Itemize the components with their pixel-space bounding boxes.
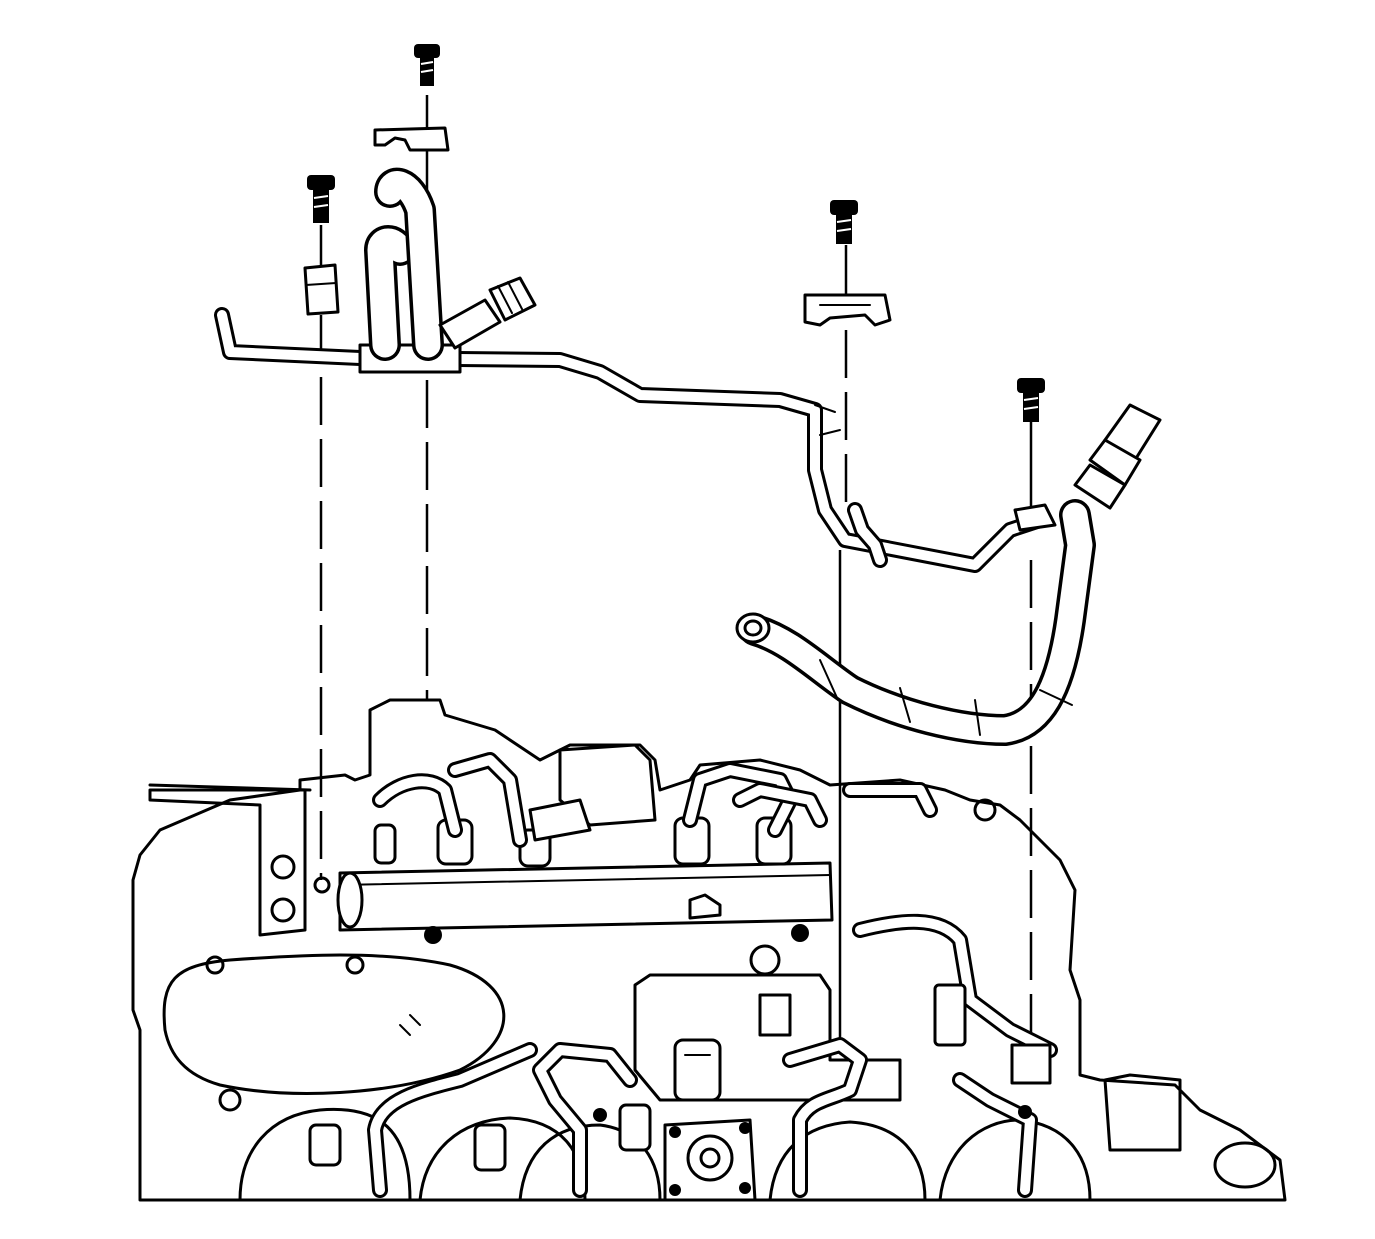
injector-lines	[372, 752, 938, 848]
plenum-bolt-1	[205, 955, 225, 975]
hose-fitting	[933, 983, 967, 1047]
pipe-mark-2	[814, 404, 836, 413]
clip-icon	[303, 263, 340, 316]
right-connector	[1103, 1073, 1182, 1152]
rail-bolt-1	[424, 926, 442, 944]
coolant-hose	[735, 499, 1096, 746]
pressure-sensor	[673, 1038, 722, 1102]
injector-5	[373, 823, 397, 865]
injector-base-2	[618, 1103, 652, 1152]
flange-bolt-lower	[270, 897, 296, 923]
pump-bolt-4	[739, 1182, 751, 1194]
cylinder-bulb-4	[768, 1120, 927, 1202]
injector-base-1	[473, 1123, 507, 1172]
lower-injector-pipes	[367, 1037, 1038, 1198]
plenum-mark-1	[399, 1024, 411, 1036]
plenum-mark-2	[409, 1014, 421, 1026]
nut-thread-1	[497, 285, 513, 314]
bolt-icon	[830, 200, 858, 244]
fuel-pump-port	[686, 1134, 734, 1182]
flange-bolt-upper	[270, 854, 296, 880]
coolant-hose-end	[735, 612, 771, 644]
pipe-mark-1	[819, 429, 841, 436]
cylinder-bulb-1	[238, 1107, 412, 1202]
plenum-bolt-2	[345, 955, 365, 975]
mid-bracket-icon	[803, 293, 892, 327]
coolant-hose-bore	[743, 619, 763, 637]
injector-base-3	[308, 1123, 342, 1167]
sensor-module	[558, 743, 657, 827]
plenum-bolt-3	[218, 1088, 242, 1112]
rail-mount-point	[313, 876, 331, 894]
clip-detail	[305, 282, 337, 286]
fuel-rail-line	[339, 874, 831, 886]
fuel-rail	[338, 861, 834, 932]
base-bolt-1	[593, 1108, 607, 1122]
bracket-icon	[373, 126, 450, 152]
rail-bolt-2	[791, 924, 809, 942]
pump-bolt-1	[669, 1126, 681, 1138]
intake-plenum	[162, 953, 506, 1095]
bolt-icon	[414, 44, 440, 86]
fuel-pipe-assembly	[214, 167, 1162, 573]
fuel-pump	[663, 1118, 757, 1202]
cover-bolt-right	[973, 798, 997, 822]
cylinder-bulb-3	[518, 1123, 662, 1202]
pump-bolt-3	[669, 1184, 681, 1196]
left-flange-edge	[148, 783, 312, 792]
bolts	[307, 44, 1045, 422]
right-mount-pad	[1010, 1043, 1052, 1085]
injectors-row	[373, 816, 793, 868]
brackets	[303, 126, 892, 327]
rail-clip	[688, 893, 722, 920]
nut-thread-2	[507, 281, 523, 310]
cover-boss	[749, 944, 781, 976]
hose-band-2	[899, 687, 911, 723]
cylinder-bulb-5	[938, 1118, 1092, 1202]
fuel-pump-port-inner	[699, 1147, 721, 1169]
engine-top-view	[131, 698, 1287, 1202]
hose-band-4	[1039, 689, 1073, 706]
base-bolt-2	[1018, 1105, 1032, 1119]
right-oil-cap	[1213, 1141, 1277, 1189]
hose-band-1	[819, 659, 839, 701]
alignment-guides	[319, 95, 1033, 1050]
fuel-rail-end	[336, 871, 364, 929]
sensor-connector	[528, 798, 592, 842]
plate-bracket	[758, 993, 792, 1037]
pump-bolt-2	[739, 1122, 751, 1134]
right-fitting-body	[1073, 463, 1127, 510]
tee-fitting	[438, 298, 502, 350]
bolt-icon	[1017, 378, 1045, 422]
bolt-icon	[307, 175, 335, 223]
tee-fitting-nut	[488, 276, 537, 322]
pipe-bracket-pad	[1013, 503, 1057, 532]
hose-band-3	[974, 699, 981, 736]
left-flange	[148, 788, 307, 937]
